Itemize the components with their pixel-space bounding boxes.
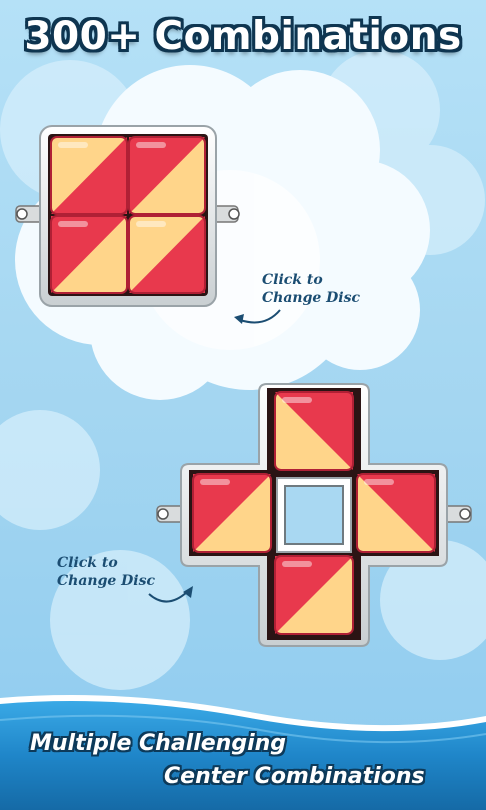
curved-arrow-icon [234, 309, 281, 324]
hint-line: Click to [262, 272, 323, 288]
tile[interactable] [274, 391, 354, 471]
tile[interactable] [50, 215, 128, 294]
puzzle-disc-plus[interactable] [155, 380, 475, 650]
tile[interactable] [274, 555, 354, 635]
peg-icon [156, 505, 188, 523]
tile[interactable] [128, 136, 206, 215]
hint-line: Change Disc [57, 573, 156, 589]
footer-banner [0, 695, 486, 810]
hint-change-disc: Click to Change Disc [262, 271, 360, 307]
footer-line-1: Multiple Challenging [30, 731, 287, 756]
tile[interactable] [356, 473, 436, 553]
hint-line: Change Disc [262, 290, 361, 306]
footer-line-2: Center Combinations [164, 764, 425, 789]
hint-change-disc: Click to Change Disc [57, 554, 155, 590]
tile[interactable] [50, 136, 128, 215]
tile[interactable] [192, 473, 272, 553]
hint-line: Click to [57, 555, 118, 571]
tile[interactable] [128, 215, 206, 294]
page-title: 300+ Combinations [24, 14, 462, 59]
puzzle-disc-2x2[interactable] [8, 120, 248, 315]
curved-arrow-icon [148, 586, 193, 603]
